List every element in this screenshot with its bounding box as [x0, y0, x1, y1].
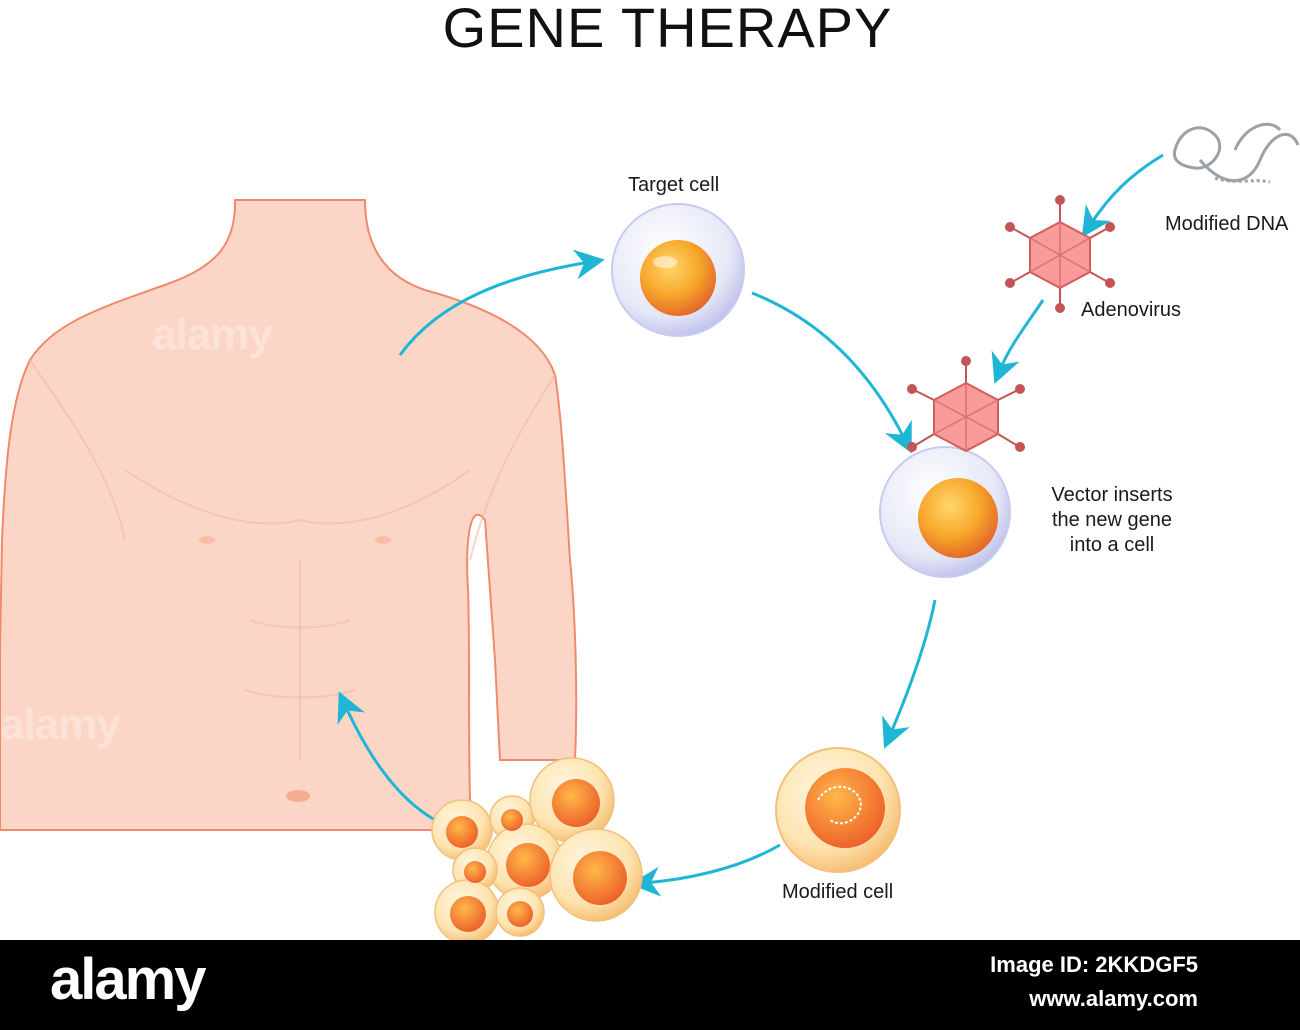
arrow-body-to-target [398, 249, 605, 356]
vector-cell-nucleus [918, 478, 998, 558]
watermark-1: alamy [152, 310, 273, 359]
arrow-target-to-vector [751, 291, 912, 454]
target-cell-nucleus [640, 240, 716, 316]
arrow-dna-to-adenovirus [1081, 153, 1164, 238]
label-vector-inserts: Vector inserts the new gene into a cell [1032, 483, 1192, 558]
label-adenovirus: Adenovirus [1081, 299, 1182, 321]
modified-dna-icon [1172, 122, 1300, 184]
label-vector-line2: the new gene [1051, 509, 1173, 531]
navel [286, 790, 310, 802]
label-vector-line1: Vector inserts [1051, 484, 1173, 506]
modified-cell-nucleus [805, 768, 885, 848]
arrow-adenovirus-to-cell [991, 299, 1045, 384]
torso-silhouette [0, 199, 578, 831]
arrow-vector-to-modified [882, 599, 937, 749]
label-modified-cell: Modified cell [782, 881, 894, 903]
arrow-modified-to-cluster [630, 843, 781, 897]
footer-image-id: Image ID: 2KKDGF5 [990, 952, 1198, 977]
footer-logo: alamy [50, 947, 206, 1012]
arrow-cluster-to-body [337, 691, 436, 822]
process-arrows [337, 153, 1164, 897]
label-vector-line3: into a cell [1069, 534, 1155, 556]
footer-url: www.alamy.com [1029, 986, 1198, 1011]
diagram-canvas [0, 122, 1300, 940]
modified-cells-cluster [431, 757, 643, 940]
stock-footer-bar: alamy Image ID: 2KKDGF5 www.alamy.com [0, 940, 1300, 1030]
modified-cell [775, 747, 901, 873]
diagram-title: GENE THERAPY [442, 0, 893, 59]
target-cell [611, 203, 745, 337]
left-nipple [199, 536, 215, 544]
watermark-2: alamy [0, 700, 121, 749]
label-target-cell: Target cell [628, 174, 720, 196]
label-modified-dna: Modified DNA [1165, 213, 1289, 235]
adenovirus-icon [1005, 195, 1115, 313]
human-torso [0, 199, 578, 831]
vector-cell [879, 446, 1011, 578]
right-nipple [375, 536, 391, 544]
attached-adenovirus-icon [907, 356, 1025, 453]
